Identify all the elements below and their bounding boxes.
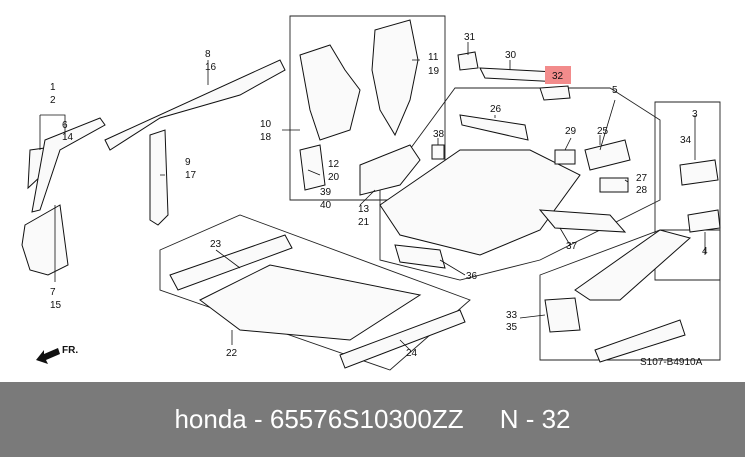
callout-22: 22 bbox=[226, 348, 238, 359]
callout-34: 34 bbox=[680, 135, 692, 146]
callout-38: 38 bbox=[433, 129, 445, 140]
part-bracket-29 bbox=[554, 149, 576, 165]
callout-19: 19 bbox=[428, 66, 440, 77]
callout-28: 28 bbox=[636, 185, 648, 196]
direction-label: FR. bbox=[62, 345, 78, 356]
part-bracket-36 bbox=[394, 244, 446, 269]
part-a-pillar bbox=[31, 117, 106, 213]
callout-1: 1 bbox=[50, 82, 56, 93]
callout-35: 35 bbox=[506, 322, 518, 333]
callout-31: 31 bbox=[464, 32, 476, 43]
group-box-rear-floor bbox=[379, 87, 661, 281]
highlight-marker bbox=[545, 66, 571, 84]
callout-2: 2 bbox=[50, 95, 56, 106]
part-crossbar-26 bbox=[459, 114, 529, 141]
part-bracket-31 bbox=[457, 51, 479, 71]
callout-39: 39 bbox=[320, 187, 332, 198]
callout-5: 5 bbox=[612, 85, 618, 96]
callout-30: 30 bbox=[505, 50, 517, 61]
part-rear-sill bbox=[594, 319, 686, 363]
callout-9: 9 bbox=[185, 157, 191, 168]
caption-gap bbox=[464, 404, 500, 435]
part-wheelhouse-small bbox=[299, 144, 326, 191]
callout-18: 18 bbox=[260, 132, 272, 143]
part-sill-24 bbox=[339, 309, 466, 369]
part-bracket-32 bbox=[539, 85, 571, 101]
part-rear-pillar-inner bbox=[299, 44, 361, 141]
part-bracket-38 bbox=[431, 144, 445, 160]
part-crossmember-23 bbox=[169, 234, 293, 291]
group-box-rear-frame bbox=[539, 229, 721, 361]
callout-24: 24 bbox=[406, 348, 418, 359]
callout-6: 6 bbox=[62, 120, 68, 131]
callout-20: 20 bbox=[328, 172, 340, 183]
part-caption-bar: honda - 65576S10300ZZ N - 32 bbox=[0, 382, 745, 457]
part-front-pillar-lower bbox=[21, 204, 69, 276]
position-label: N - 32 bbox=[499, 404, 571, 434]
part-number: 65576S10300ZZ bbox=[269, 404, 464, 434]
callout-25: 25 bbox=[597, 126, 609, 137]
part-roof-rail bbox=[104, 59, 286, 151]
part-rear-wheelhouse bbox=[359, 144, 421, 196]
callout-27: 27 bbox=[636, 173, 648, 184]
brand-name: honda bbox=[174, 404, 247, 434]
part-b-pillar bbox=[149, 129, 169, 226]
callout-12: 12 bbox=[328, 159, 340, 170]
callout-37: 37 bbox=[566, 241, 578, 252]
callout-32[interactable]: 32 bbox=[552, 71, 564, 82]
part-rear-frame bbox=[574, 229, 692, 301]
part-bracket-33 bbox=[544, 297, 581, 333]
callout-17: 17 bbox=[185, 170, 197, 181]
part-frame-37 bbox=[538, 209, 627, 233]
callout-16: 16 bbox=[205, 62, 217, 73]
callout-23: 23 bbox=[210, 239, 222, 250]
callout-3: 3 bbox=[692, 109, 698, 120]
part-sill-34 bbox=[679, 159, 719, 186]
callout-40: 40 bbox=[320, 200, 332, 211]
callout-14: 14 bbox=[62, 132, 74, 143]
front-direction-arrow: FR. bbox=[36, 345, 78, 364]
part-rear-pillar-outer bbox=[371, 19, 419, 137]
part-sill-4 bbox=[687, 209, 721, 233]
callout-29: 29 bbox=[565, 126, 577, 137]
drawing-code: S107-B4910A bbox=[640, 357, 703, 368]
callout-26: 26 bbox=[490, 104, 502, 115]
callout-10: 10 bbox=[260, 119, 272, 130]
callout-13: 13 bbox=[358, 204, 370, 215]
callout-4: 4 bbox=[702, 246, 708, 257]
callout-21: 21 bbox=[358, 217, 370, 228]
part-bracket-27 bbox=[599, 177, 629, 193]
part-bracket-25 bbox=[584, 139, 631, 171]
callout-33: 33 bbox=[506, 310, 518, 321]
part-front-floor bbox=[199, 264, 422, 341]
part-rear-floor bbox=[379, 149, 581, 256]
caption-separator: - bbox=[246, 404, 270, 434]
callout-8: 8 bbox=[205, 49, 211, 60]
callout-15: 15 bbox=[50, 300, 62, 311]
callout-36: 36 bbox=[466, 271, 478, 282]
callout-7: 7 bbox=[50, 287, 56, 298]
callout-11: 11 bbox=[428, 52, 439, 63]
